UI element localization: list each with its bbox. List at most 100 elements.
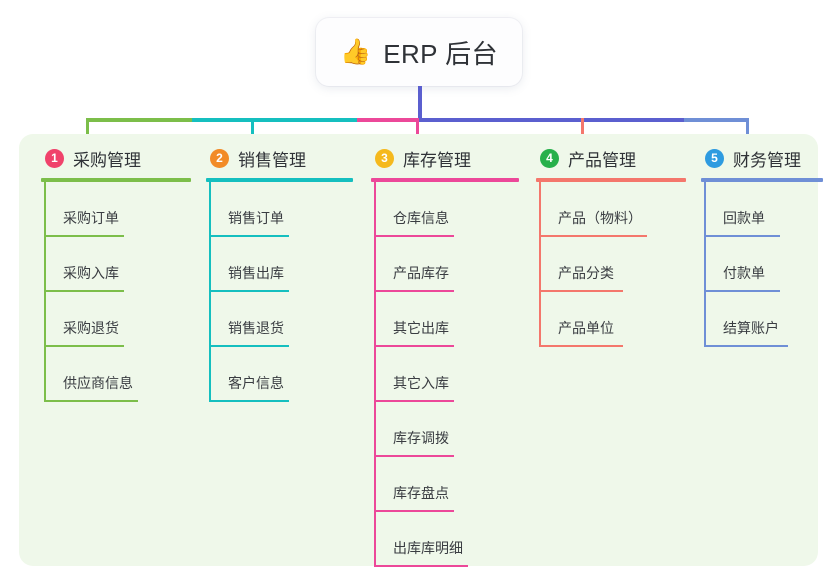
branch-item[interactable]: 产品单位 [536, 292, 686, 347]
root-stem-connector [418, 86, 422, 122]
branch-item-rule [704, 235, 780, 237]
branch-header-rule [701, 178, 823, 182]
branch-item-label: 其它出库 [393, 320, 449, 336]
branch-item-label: 客户信息 [228, 375, 284, 391]
root-node-title: ERP 后台 [383, 38, 498, 69]
branch-item-label: 采购订单 [63, 210, 119, 226]
branch-item-rule [209, 345, 289, 347]
branch-item-rule [209, 290, 289, 292]
bus-segment-3 [357, 118, 419, 122]
branch-number-badge: 4 [540, 148, 559, 168]
branch-title: 产品管理 [568, 150, 636, 170]
branch-header-4[interactable]: 4 产品管理 [536, 146, 686, 170]
branch-item-label: 库存盘点 [393, 485, 449, 501]
branch-header-rule [206, 178, 353, 182]
branch-items-3: 仓库信息产品库存其它出库其它入库库存调拨库存盘点出库库明细 [371, 182, 519, 567]
branch-drop-3 [416, 118, 419, 149]
branch-spine [704, 182, 706, 347]
branch-title: 财务管理 [733, 150, 801, 170]
branch-item-rule [209, 235, 289, 237]
branch-header-5[interactable]: 5 财务管理 [701, 146, 823, 170]
branch-item[interactable]: 其它入库 [371, 347, 519, 402]
branch-item[interactable]: 其它出库 [371, 292, 519, 347]
branch-item[interactable]: 采购退货 [41, 292, 191, 347]
branch-item[interactable]: 库存调拨 [371, 402, 519, 457]
branch-item-rule [44, 400, 138, 402]
branch-number-badge: 1 [45, 148, 64, 168]
branch-spine [539, 182, 541, 347]
branch-item[interactable]: 销售退货 [206, 292, 353, 347]
branch-item-rule [539, 290, 623, 292]
branch-item-rule [374, 345, 454, 347]
branch-item[interactable]: 采购入库 [41, 237, 191, 292]
branch-header-rule [371, 178, 519, 182]
branch-drop-1 [86, 118, 89, 149]
branch-item[interactable]: 产品（物料） [536, 182, 686, 237]
branch-item-label: 产品单位 [558, 320, 614, 336]
branch-drop-4 [581, 118, 584, 149]
branch-item[interactable]: 产品分类 [536, 237, 686, 292]
branch-spine [44, 182, 46, 402]
bus-segment-2 [192, 118, 357, 122]
branch-item-rule [209, 400, 289, 402]
branch-item[interactable]: 客户信息 [206, 347, 353, 402]
branch-header-rule [41, 178, 191, 182]
branch-number-badge: 5 [705, 148, 724, 168]
branch-item-label: 采购退货 [63, 320, 119, 336]
branch-column-5: 5 财务管理回款单付款单结算账户 [701, 146, 823, 347]
branch-item[interactable]: 采购订单 [41, 182, 191, 237]
branch-item-label: 产品（物料） [558, 210, 642, 226]
bus-segment-4 [419, 118, 684, 122]
branch-item[interactable]: 供应商信息 [41, 347, 191, 402]
branch-item-label: 销售订单 [228, 210, 284, 226]
branch-item-rule [704, 345, 788, 347]
branch-item-label: 回款单 [723, 210, 765, 226]
branch-item[interactable]: 库存盘点 [371, 457, 519, 512]
branch-item-rule [44, 235, 124, 237]
branch-item-label: 产品库存 [393, 265, 449, 281]
branch-item[interactable]: 销售出库 [206, 237, 353, 292]
branch-item-label: 结算账户 [723, 320, 779, 336]
branch-item-rule [374, 565, 468, 567]
branch-item-rule [539, 345, 623, 347]
branch-item[interactable]: 付款单 [701, 237, 823, 292]
branch-items-5: 回款单付款单结算账户 [701, 182, 823, 347]
branch-item-label: 产品分类 [558, 265, 614, 281]
branch-header-rule [536, 178, 686, 182]
branch-column-4: 4 产品管理产品（物料） 产品分类产品单位 [536, 146, 686, 347]
branch-item-label: 库存调拨 [393, 430, 449, 446]
branch-item-label: 其它入库 [393, 375, 449, 391]
branch-item-label: 采购入库 [63, 265, 119, 281]
branch-item[interactable]: 仓库信息 [371, 182, 519, 237]
branch-item-rule [704, 290, 780, 292]
branch-items-1: 采购订单采购入库采购退货供应商信息 [41, 182, 191, 402]
branch-item-label: 销售退货 [228, 320, 284, 336]
branch-spine [374, 182, 376, 567]
branch-item[interactable]: 回款单 [701, 182, 823, 237]
branch-item[interactable]: 销售订单 [206, 182, 353, 237]
branch-item[interactable]: 出库库明细 [371, 512, 519, 567]
branch-item-rule [539, 235, 647, 237]
branch-item-label: 出库库明细 [393, 540, 463, 556]
root-node-content: 👍 ERP 后台 [340, 34, 498, 71]
branch-item-rule [374, 455, 454, 457]
bus-segment-1 [86, 118, 192, 122]
branch-title: 库存管理 [403, 150, 471, 170]
branch-item[interactable]: 产品库存 [371, 237, 519, 292]
branch-item-rule [374, 235, 454, 237]
branch-item-rule [374, 510, 454, 512]
root-node[interactable]: 👍 ERP 后台 [316, 18, 522, 86]
branch-item-label: 销售出库 [228, 265, 284, 281]
branch-item[interactable]: 结算账户 [701, 292, 823, 347]
branch-items-4: 产品（物料） 产品分类产品单位 [536, 182, 686, 347]
bus-segment-5 [684, 118, 749, 122]
branch-number-badge: 2 [210, 148, 229, 168]
branch-item-label: 付款单 [723, 265, 765, 281]
branch-spine [209, 182, 211, 402]
